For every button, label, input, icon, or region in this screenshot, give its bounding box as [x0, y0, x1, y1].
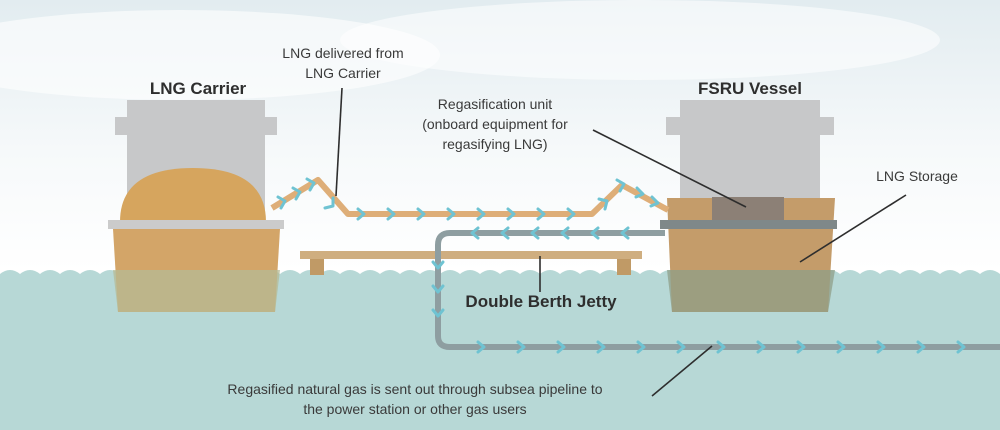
flow-arrow: [836, 340, 846, 354]
leader-lng-storage: [799, 194, 907, 263]
fsru-superstructure: [680, 100, 820, 208]
leader-lng-delivered: [335, 87, 343, 197]
flow-arrow: [431, 308, 445, 318]
flow-arrow: [676, 340, 686, 354]
lng-transfer-line: [270, 177, 670, 217]
flow-arrow: [516, 340, 526, 354]
flow-arrow: [530, 226, 540, 240]
flow-arrow: [446, 207, 456, 221]
cloud: [340, 0, 940, 80]
fsru-vessel-label: FSRU Vessel: [698, 79, 802, 98]
flow-arrow: [386, 207, 396, 221]
flow-arrow: [556, 340, 566, 354]
lng-flow-arrows: [276, 177, 660, 221]
gas-flow-arrows: [431, 226, 966, 354]
cloud: [0, 10, 440, 100]
flow-arrow: [590, 226, 600, 240]
flow-arrow: [596, 340, 606, 354]
flow-arrow: [956, 340, 966, 354]
regas-line-2: (onboard equipment for: [422, 116, 568, 132]
flow-arrow: [615, 178, 626, 193]
fsru-deck: [660, 220, 837, 229]
flow-arrow: [276, 195, 287, 210]
flow-arrow: [291, 186, 302, 201]
lng-delivered-label: LNG delivered from LNG Carrier: [268, 43, 418, 83]
pipeline-line-1: Regasified natural gas is sent out throu…: [227, 381, 603, 397]
flow-arrow: [716, 340, 726, 354]
flow-arrow: [916, 340, 926, 354]
flow-arrow: [634, 186, 645, 199]
flow-arrow: [560, 226, 570, 240]
flow-arrow: [305, 177, 316, 192]
flow-arrow: [876, 340, 886, 354]
flow-arrow: [506, 207, 516, 221]
regasification-unit-label: Regasification unit (onboard equipment f…: [400, 94, 590, 154]
lng-storage-label: LNG Storage: [876, 168, 958, 184]
flow-arrow: [636, 340, 646, 354]
flow-arrow: [470, 226, 480, 240]
fsru-vessel-ship: [660, 100, 837, 312]
double-berth-jetty-label: Double Berth Jetty: [465, 292, 617, 311]
leader-pipeline: [651, 345, 713, 397]
carrier-deck: [108, 220, 284, 229]
lng-delivered-line-2: LNG Carrier: [305, 65, 381, 81]
regasification-box: [712, 197, 784, 221]
leader-lines: [335, 87, 907, 397]
regas-line-1: Regasification unit: [437, 96, 553, 112]
flow-arrow: [323, 196, 335, 210]
flow-arrow: [796, 340, 806, 354]
regas-line-3: regasifying LNG): [442, 136, 548, 152]
lng-delivered-line-1: LNG delivered from: [282, 45, 404, 61]
leader-regas-unit: [592, 129, 747, 208]
flow-arrow: [476, 207, 486, 221]
flow-arrow: [500, 226, 510, 240]
flow-arrow: [649, 195, 660, 208]
carrier-tank: [120, 168, 266, 222]
flow-arrow: [620, 226, 630, 240]
flow-arrow: [756, 340, 766, 354]
flow-arrow: [416, 207, 426, 221]
flow-arrow: [536, 207, 546, 221]
pipeline-line-2: the power station or other gas users: [303, 401, 527, 417]
flow-arrow: [356, 207, 366, 221]
flow-arrow: [431, 284, 445, 294]
flow-arrow: [431, 260, 445, 270]
flow-arrow: [476, 340, 486, 354]
double-berth-jetty: [300, 251, 642, 275]
flow-arrow: [597, 197, 609, 211]
flow-arrow: [566, 207, 576, 221]
pipeline-label: Regasified natural gas is sent out throu…: [185, 379, 645, 419]
lng-carrier-ship: [108, 100, 284, 312]
lng-carrier-label: LNG Carrier: [149, 79, 247, 98]
